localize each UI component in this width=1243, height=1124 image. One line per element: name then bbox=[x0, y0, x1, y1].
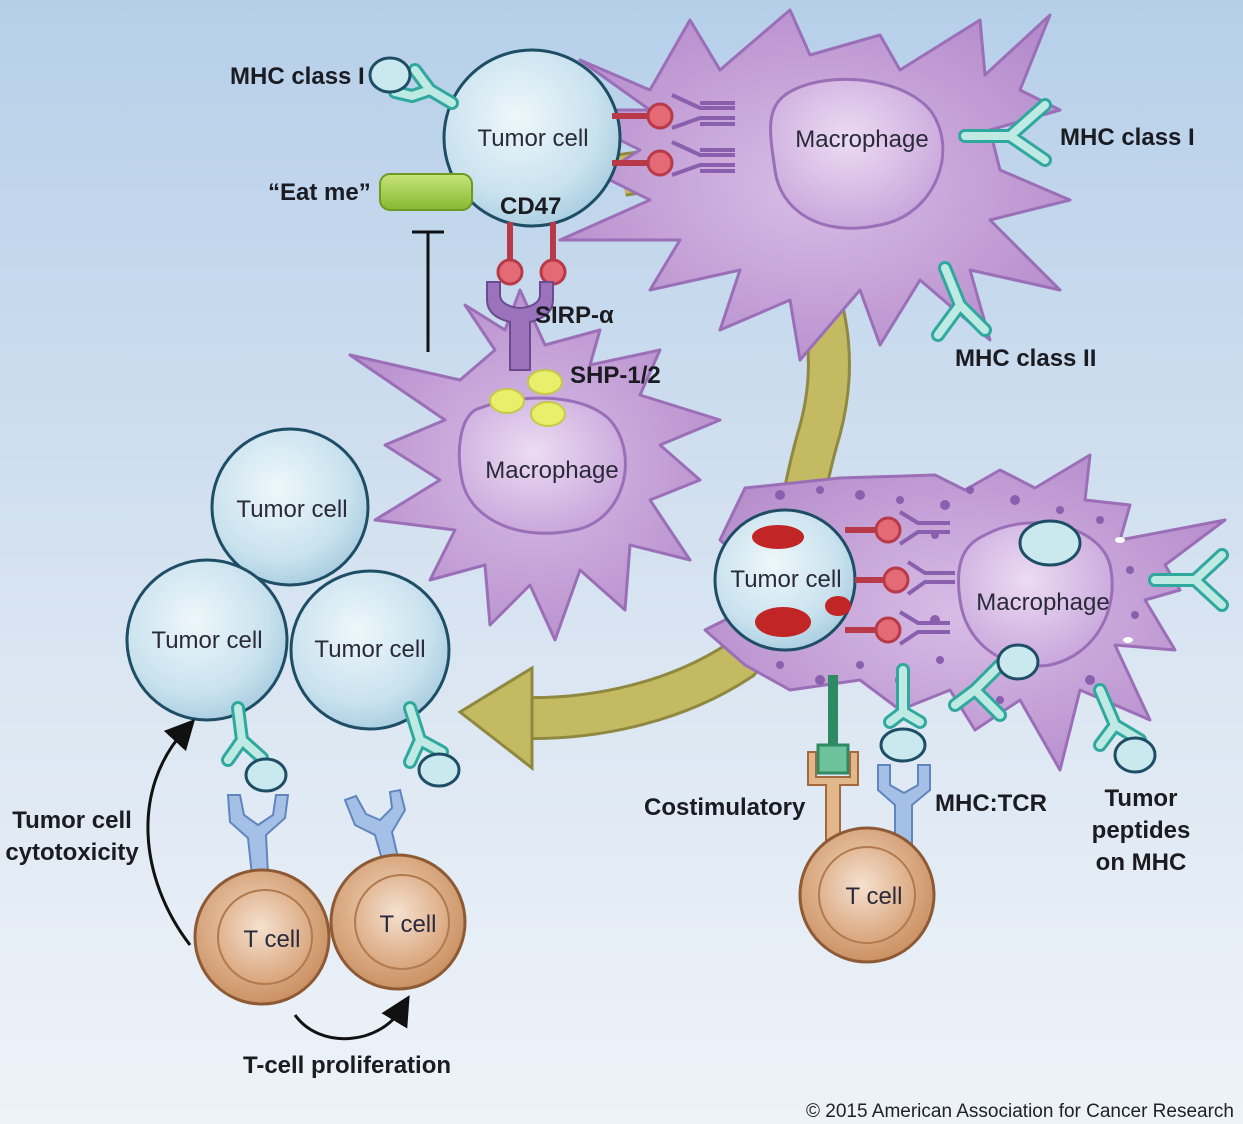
cytotoxicity-arrow bbox=[146, 718, 196, 946]
tumor-cell-engulfed-label: Tumor cell bbox=[730, 566, 841, 593]
mhc-right-side bbox=[1148, 548, 1229, 612]
mhc-tcr-right bbox=[877, 663, 931, 856]
shp-label: SHP-1/2 bbox=[570, 362, 661, 389]
cd47-down bbox=[496, 222, 567, 286]
macrophage-right-label: Macrophage bbox=[976, 589, 1109, 616]
costimulatory-label: Costimulatory bbox=[644, 794, 806, 821]
t-cell-mid-label: T cell bbox=[380, 911, 437, 938]
copyright: © 2015 American Association for Cancer R… bbox=[806, 1101, 1234, 1122]
proliferation-label: T-cell proliferation bbox=[243, 1052, 451, 1079]
macrophage-top-nucleus bbox=[769, 77, 945, 230]
inhibition-line bbox=[412, 230, 444, 352]
t-cell-right-label: T cell bbox=[846, 883, 903, 910]
macrophage-top-label: Macrophage bbox=[795, 126, 928, 153]
cd47-label: CD47 bbox=[500, 193, 561, 220]
mhc-class-1-top-left-label: MHC class I bbox=[230, 63, 365, 90]
mhc-class-1-top-left bbox=[368, 56, 459, 110]
tumor-peptides-line-1: Tumor bbox=[1105, 785, 1178, 812]
cytotoxicity-line-2: cytotoxicity bbox=[5, 839, 139, 866]
t-cell-left-label: T cell bbox=[244, 926, 301, 953]
sirp-alpha-label: SIRP-α bbox=[535, 302, 614, 329]
t-cell-mid: T cell bbox=[329, 853, 467, 991]
mhc-tcr-left bbox=[221, 701, 290, 876]
tumor-cell-engulfed: Tumor cell bbox=[713, 508, 857, 652]
mhc-tcr-label: MHC:TCR bbox=[935, 790, 1047, 817]
macrophage-mid-label: Macrophage bbox=[485, 457, 618, 484]
vesicles bbox=[775, 486, 1139, 704]
tumor-peptides-line-2: peptides bbox=[1092, 817, 1191, 844]
internal-mhc bbox=[1018, 519, 1082, 567]
eat-me-label: “Eat me” bbox=[268, 179, 371, 206]
mhc-class-1-right bbox=[958, 98, 1052, 167]
t-cell-right: T cell bbox=[798, 826, 936, 964]
mhc-class-2 bbox=[931, 261, 992, 342]
proliferation-arrow bbox=[293, 995, 410, 1041]
mhc-bottom-right bbox=[948, 643, 1157, 774]
t-cell-left: T cell bbox=[193, 868, 331, 1006]
eat-me-signal bbox=[379, 173, 473, 211]
cd47-receptor-pairs-right bbox=[845, 510, 955, 646]
tumor-fragments bbox=[752, 525, 851, 637]
mhc-class-2-label: MHC class II bbox=[955, 345, 1096, 372]
mhc-class-1-right-label: MHC class I bbox=[1060, 124, 1195, 151]
cd47-receptor-pairs-top bbox=[612, 93, 735, 177]
shp-1-2 bbox=[489, 369, 566, 427]
costimulatory-molecule bbox=[807, 675, 859, 841]
tumor-cluster-top-label: Tumor cell bbox=[236, 496, 347, 523]
cytotoxicity-line-1: Tumor cell bbox=[12, 807, 132, 834]
macrophage-mid: Macrophage bbox=[348, 288, 722, 642]
tumor-cluster-left-label: Tumor cell bbox=[151, 627, 262, 654]
sirp-alpha-receptor bbox=[486, 281, 554, 371]
tumor-peptides-line-3: on MHC bbox=[1096, 849, 1187, 876]
tumor-cell-top: Tumor cell bbox=[442, 48, 622, 228]
tumor-cluster-right-label: Tumor cell bbox=[314, 636, 425, 663]
tumor-cell-top-label: Tumor cell bbox=[477, 125, 588, 152]
mhc-tcr-mid bbox=[343, 701, 461, 872]
tumor-cluster: Tumor cell Tumor cell Tumor cell bbox=[125, 427, 451, 731]
